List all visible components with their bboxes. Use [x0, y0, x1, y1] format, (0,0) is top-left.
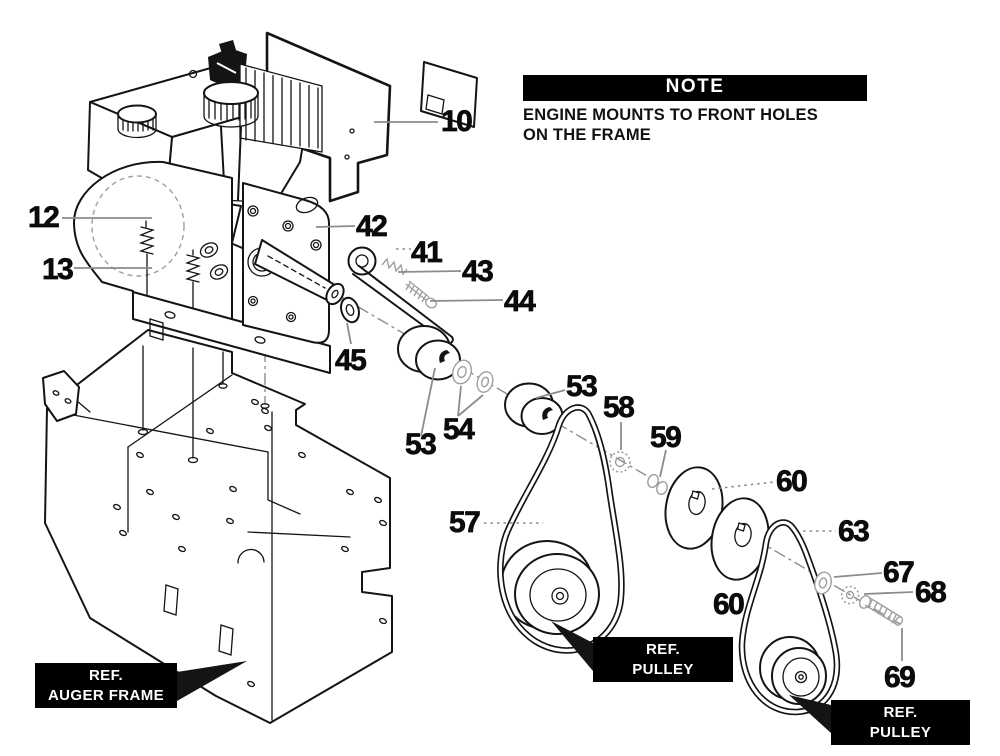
ref-pulley-rear-line1: REF. — [883, 703, 918, 721]
washer-67 — [814, 571, 832, 595]
ref-pulley-rear-box: REF. PULLEY — [831, 700, 970, 745]
note-box: NOTE ENGINE MOUNTS TO FRONT HOLES ON THE… — [523, 75, 867, 145]
part-label-10: 10 — [441, 105, 474, 138]
part-label-45: 45 — [335, 344, 368, 377]
ref-pulley-front-arrow — [551, 621, 593, 671]
ref-auger-frame-line1: REF. — [88, 666, 124, 684]
note-line-1: ENGINE MOUNTS TO FRONT HOLES — [523, 106, 818, 124]
note-title: NOTE — [523, 75, 867, 101]
frame-holes — [113, 398, 387, 688]
part-label-43: 43 — [462, 255, 495, 288]
ref-pulley-front-line1: REF. — [645, 640, 681, 658]
part-label-68: 68 — [915, 576, 948, 609]
pulley-53-rear — [504, 382, 564, 435]
part-label-54: 54 — [443, 413, 476, 446]
part-label-53-front: 53 — [405, 428, 438, 461]
ref-pulley-rear — [759, 636, 827, 705]
part-label-60-second: 60 — [713, 588, 746, 621]
part-label-57: 57 — [449, 506, 482, 539]
part-label-41: 41 — [411, 236, 444, 269]
ref-pulley-front-line2: PULLEY — [632, 660, 694, 678]
nut-68 — [840, 585, 860, 605]
part-label-42: 42 — [356, 210, 389, 243]
ref-pulley-front-box: REF. PULLEY — [593, 637, 733, 682]
pulley-53-front — [397, 325, 461, 381]
bolt-69 — [858, 595, 904, 626]
leader-lines — [62, 121, 914, 661]
ref-pulley-rear-line2: PULLEY — [869, 723, 932, 741]
part-label-69: 69 — [884, 661, 917, 694]
ref-auger-frame-line2: AUGER FRAME — [47, 686, 165, 704]
part-label-13: 13 — [42, 253, 75, 286]
engine-illustration — [73, 31, 478, 374]
heat-shield-10 — [265, 31, 478, 203]
ref-pulley-front — [500, 540, 600, 635]
crankshaft — [254, 239, 345, 306]
note-line-2: ON THE FRAME — [523, 126, 651, 145]
cylinder-fins — [239, 63, 323, 153]
ref-auger-frame-arrow — [177, 661, 247, 701]
part-label-60-first: 60 — [776, 465, 809, 498]
washers-54 — [451, 359, 494, 393]
ref-pulley-rear-arrow — [789, 695, 831, 733]
part-label-58: 58 — [603, 391, 636, 424]
part-label-53-rear: 53 — [566, 370, 599, 403]
part-label-59: 59 — [650, 421, 683, 454]
ref-auger-frame-box: REF. AUGER FRAME — [35, 663, 177, 708]
part-label-67: 67 — [883, 556, 916, 589]
drive-belt-57 — [497, 404, 625, 654]
spacer-59 — [647, 473, 668, 496]
part-label-63: 63 — [838, 515, 871, 548]
idler-arm-41 — [347, 246, 454, 345]
fuel-cap — [117, 104, 157, 139]
note-body: ENGINE MOUNTS TO FRONT HOLES ON THE FRAM… — [523, 105, 867, 145]
part-label-44: 44 — [504, 285, 537, 318]
ignition-coil — [208, 40, 272, 88]
part-label-12: 12 — [28, 201, 61, 234]
drive-belt-63 — [738, 519, 841, 716]
engine-mount-studs — [137, 345, 270, 464]
washer-60-first — [664, 466, 724, 550]
washer-45 — [340, 296, 360, 324]
flange-nut-58 — [609, 451, 631, 473]
washer-60-second — [710, 497, 770, 581]
